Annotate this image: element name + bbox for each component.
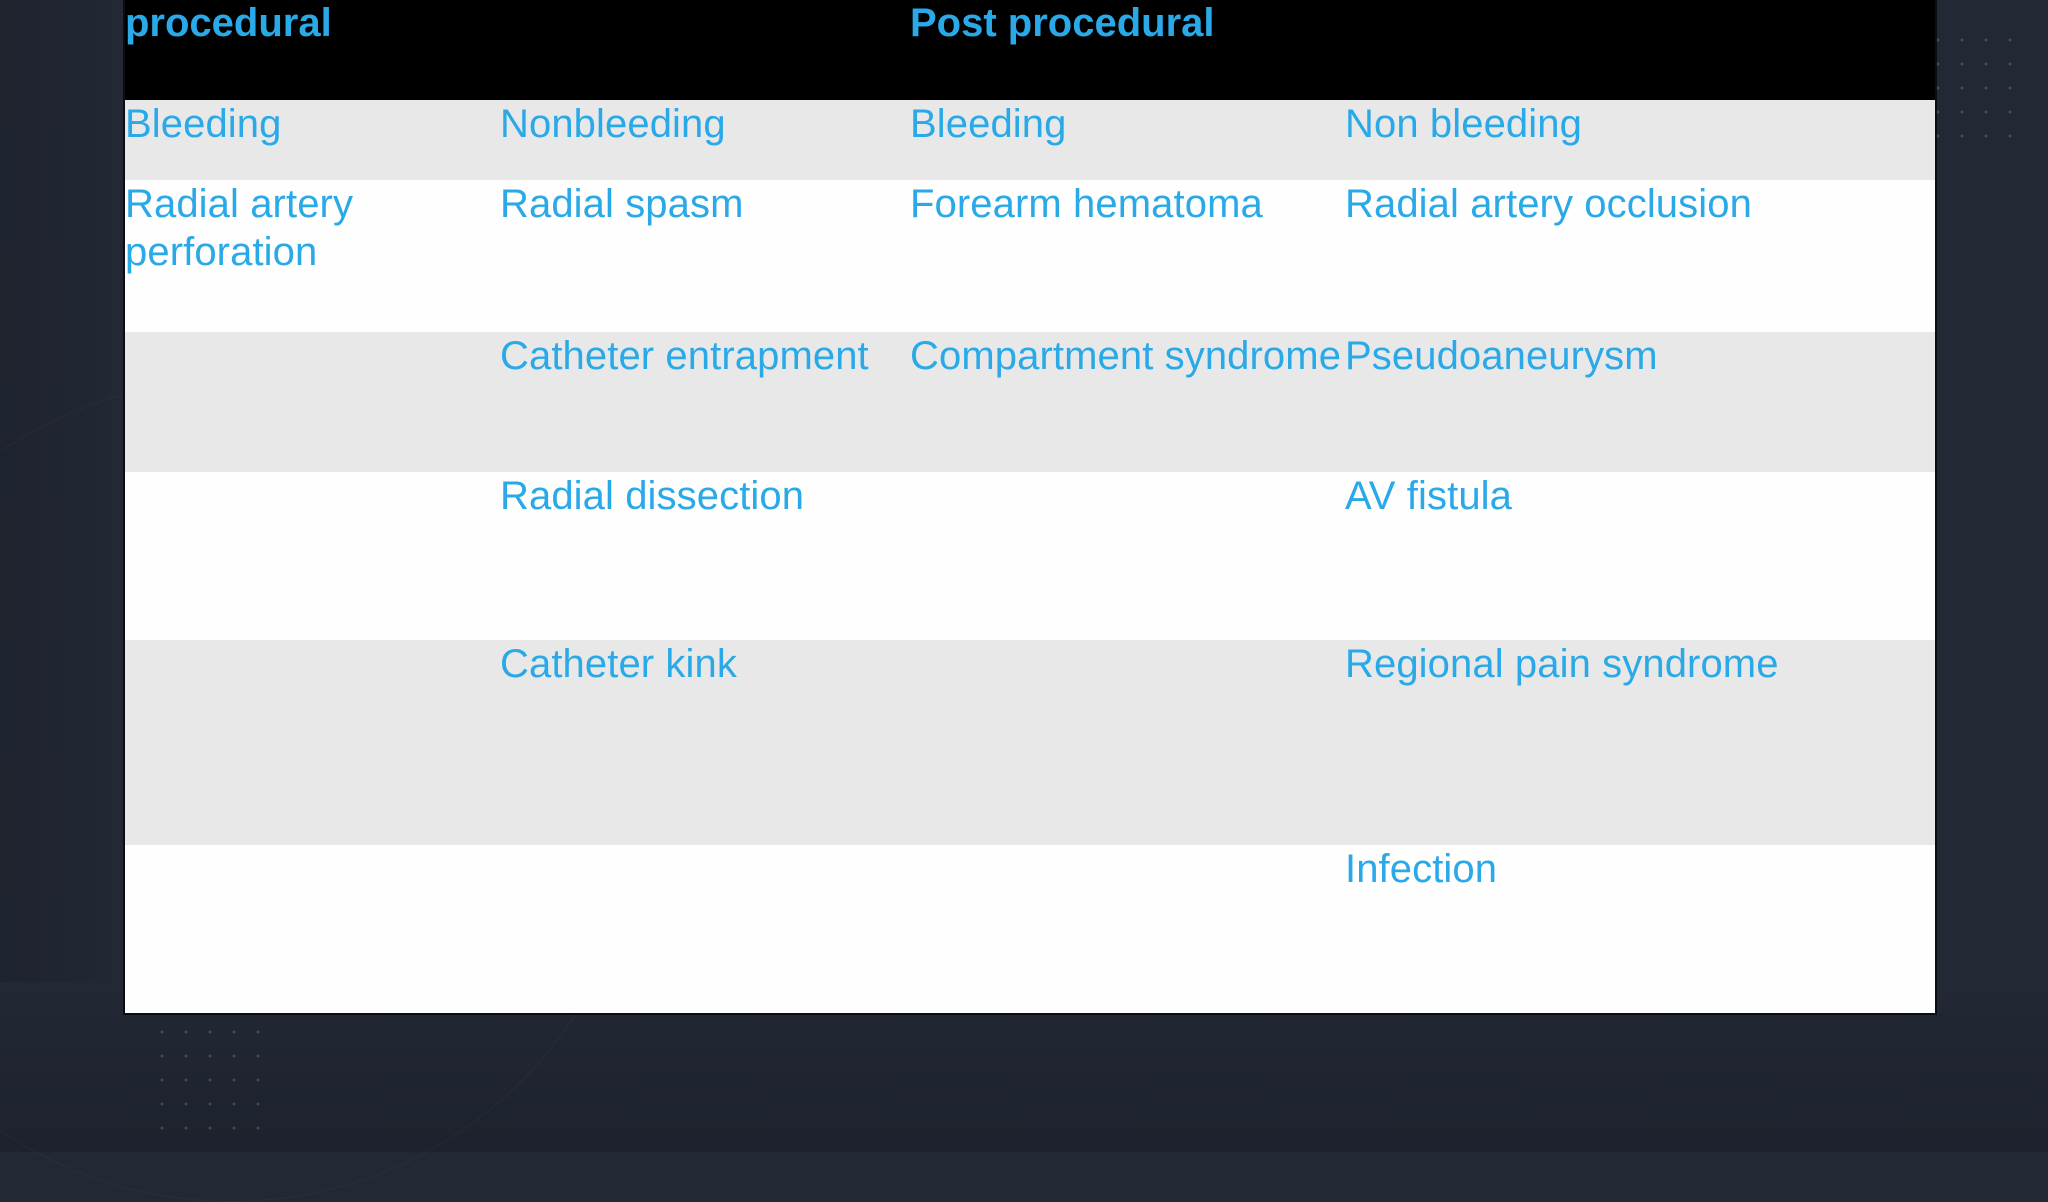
- cell-procedural-bleeding-1: Radial artery perforation: [125, 182, 354, 274]
- cell-post-nonbleeding-5: Infection: [1345, 847, 1498, 891]
- column-header-nonbleeding-procedural: Nonbleeding: [500, 102, 726, 146]
- cell-post-nonbleeding-1: Radial artery occlusion: [1345, 182, 1752, 226]
- cell-post-bleeding-1: Forearm hematoma: [910, 182, 1263, 226]
- table-group-header-row: procedural Post procedural: [125, 0, 1936, 100]
- cell-procedural-nonbleeding-3: Radial dissection: [500, 474, 805, 518]
- cell-procedural-bleeding-2: [125, 332, 500, 472]
- cell-post-bleeding-5: [910, 845, 1345, 1013]
- cell-post-nonbleeding-2: Pseudoaneurysm: [1345, 334, 1658, 378]
- cell-procedural-bleeding-4: [125, 640, 500, 845]
- cell-post-nonbleeding-3: AV fistula: [1345, 474, 1512, 518]
- column-header-bleeding-post-procedural: Bleeding: [910, 102, 1067, 146]
- cell-procedural-bleeding-3: [125, 472, 500, 640]
- table-row: Infection: [125, 845, 1936, 1013]
- column-header-bleeding-procedural: Bleeding: [125, 102, 282, 146]
- table-row: Catheter kink Regional pain syndrome: [125, 640, 1936, 845]
- group-header-procedural: procedural: [125, 1, 332, 45]
- cell-procedural-nonbleeding-5: [500, 845, 910, 1013]
- dot-grid-decoration-bottom-left: [150, 996, 272, 1144]
- background-vignette-bottom: [0, 982, 2048, 1152]
- column-header-non-bleeding-post-procedural: Non bleeding: [1345, 102, 1582, 146]
- slide-background: [0, 0, 2048, 1152]
- cell-post-nonbleeding-4: Regional pain syndrome: [1345, 642, 1779, 686]
- complications-table: procedural Post procedural Bleeding Nonb…: [125, 0, 1936, 1013]
- cell-post-bleeding-4: [910, 640, 1345, 845]
- table-row: Catheter entrapment Compartment syndrome…: [125, 332, 1936, 472]
- cell-post-bleeding-3: [910, 472, 1345, 640]
- background-vignette-left: [0, 0, 120, 1152]
- table-row: Radial artery perforation Radial spasm F…: [125, 180, 1936, 332]
- cell-procedural-nonbleeding-2: Catheter entrapment: [500, 334, 869, 378]
- table-row: Radial dissection AV fistula: [125, 472, 1936, 640]
- group-header-post-procedural: Post procedural: [910, 1, 1215, 45]
- cell-procedural-nonbleeding-1: Radial spasm: [500, 182, 744, 226]
- dot-grid-decoration-top-right: [1902, 28, 2022, 146]
- cell-post-bleeding-2: Compartment syndrome: [910, 334, 1342, 378]
- cell-procedural-bleeding-5: [125, 845, 500, 1013]
- cell-procedural-nonbleeding-4: Catheter kink: [500, 642, 737, 686]
- table-column-header-row: Bleeding Nonbleeding Bleeding Non bleedi…: [125, 100, 1936, 180]
